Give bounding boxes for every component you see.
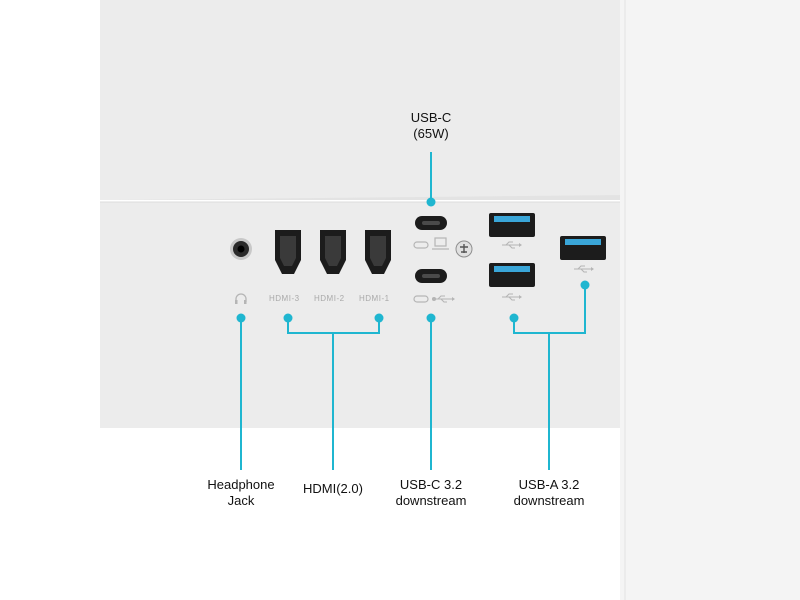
usba-side-dot (580, 280, 590, 290)
hdmi1-dot (374, 313, 384, 323)
hdmi-1-port (365, 230, 391, 274)
usbc-downstream-callout: USB-C 3.2 downstream (381, 477, 481, 509)
usbc-downstream-line2: downstream (395, 493, 467, 508)
housing-seam (100, 195, 625, 200)
hdmi-3-port (275, 230, 301, 274)
hdmi-line1: HDMI(2.0) (303, 481, 363, 496)
usbc-65w-callout: USB-C (65W) (391, 110, 471, 142)
usbc-65w-line2: (65W) (413, 126, 449, 141)
stand-area (100, 428, 620, 600)
usbc-top-dot (426, 197, 436, 207)
headphone-line1: Headphone (207, 477, 275, 492)
usbc-65w-line1: USB-C (410, 110, 452, 125)
headphone-callout: Headphone Jack (191, 477, 291, 509)
hdmi-2-label: HDMI-2 (314, 294, 345, 303)
kensington-lock-icon (455, 240, 473, 258)
usb-a-bottom-port (489, 263, 535, 287)
monitor-side (620, 0, 800, 600)
headphone-jack-port (230, 238, 252, 260)
headphone-icon (235, 293, 247, 304)
io-panel (100, 202, 620, 428)
monitor-back-upper (100, 0, 625, 200)
usbc-downstream-line1: USB-C 3.2 (399, 477, 463, 492)
usbc-down-dot (426, 313, 436, 323)
usba-downstream-line1: USB-A 3.2 (518, 477, 580, 492)
usb-c-icon (413, 295, 429, 303)
hdmi-2-port (320, 230, 346, 274)
usb-icon (502, 293, 522, 301)
usb-icon (431, 295, 455, 303)
usba-bottom-dot (509, 313, 519, 323)
hdmi-3-label: HDMI-3 (269, 294, 300, 303)
headphone-line2: Jack (227, 493, 255, 508)
hdmi-callout: HDMI(2.0) (283, 481, 383, 497)
usba-downstream-line2: downstream (513, 493, 585, 508)
usba-downstream-callout: USB-A 3.2 downstream (499, 477, 599, 509)
usb-a-side-port (560, 236, 606, 260)
usb-icon (574, 265, 594, 273)
usb-c-top-port (415, 216, 447, 230)
headphone-dot (236, 313, 246, 323)
usb-icon (502, 241, 522, 249)
usb-a-top-port (489, 213, 535, 237)
laptop-icon (432, 237, 449, 250)
hdmi-1-label: HDMI-1 (359, 294, 390, 303)
hdmi3-dot (283, 313, 293, 323)
usb-c-bottom-port (415, 269, 447, 283)
usb-c-icon (413, 241, 429, 249)
